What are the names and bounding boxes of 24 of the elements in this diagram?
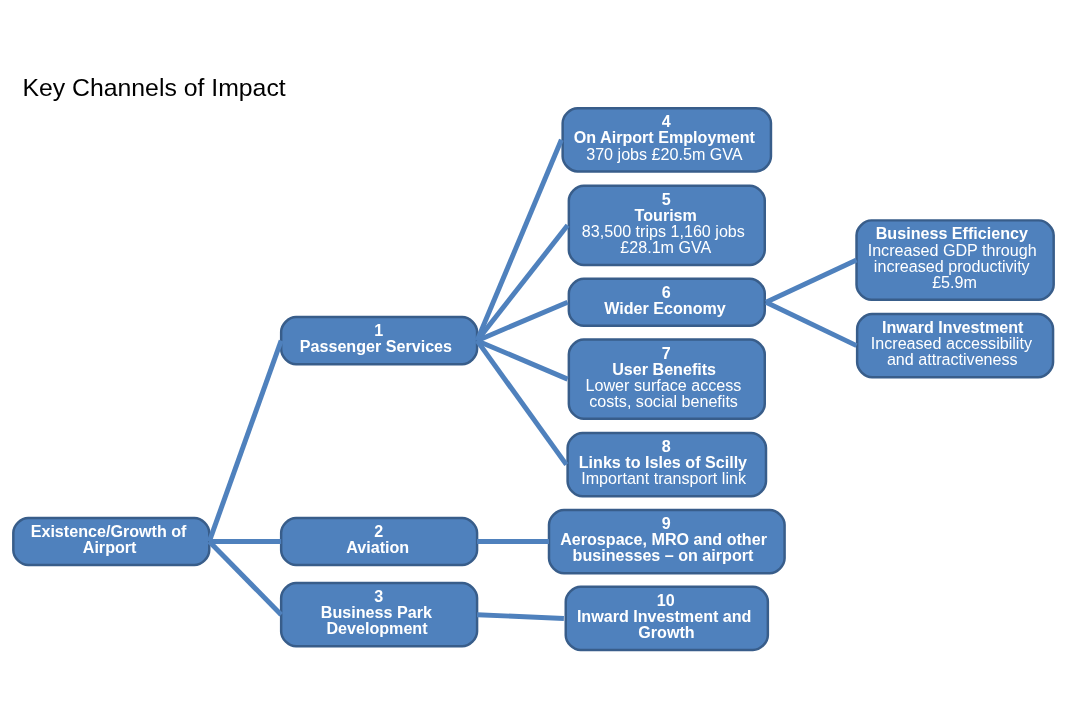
node-box: 9 Aerospace, MRO and other businesses – on airport — [547, 508, 786, 574]
diagram-title: Key Channels of Impact — [22, 73, 286, 101]
node-box: 4 On Airport Employment 370 jobs £20.5m GVA — [561, 106, 773, 173]
connector — [207, 539, 283, 616]
node-box: Inward Investment Increased accessibility and attractiveness — [855, 312, 1055, 378]
node-box: 5 Tourism 83,500 trips 1,160 jobs £28.1m GVA — [567, 183, 766, 266]
connector — [209, 538, 282, 544]
node-box: Existence/Growth of Airport — [12, 516, 211, 566]
connector — [475, 338, 569, 466]
connector — [474, 138, 564, 342]
node-box: 10 Inward Investment and Growth — [564, 585, 770, 651]
connector — [477, 538, 549, 544]
connector — [476, 611, 564, 621]
node-box: Business Efficiency Increased GDP through increased productivity £5.9m — [855, 218, 1055, 301]
node-box: 3 Business Park Development — [279, 581, 479, 648]
connector — [764, 257, 858, 304]
node-box: 2 Aviation — [279, 516, 479, 566]
node-box: 8 Links to Isles of Scilly Important transport link — [566, 431, 768, 497]
connector — [764, 299, 858, 348]
connector — [475, 223, 570, 342]
node-box: 7 User Benefits Lower surface access costs, social benefits — [567, 337, 766, 420]
connector — [206, 339, 284, 542]
node-box: 6 Wider Economy — [567, 276, 766, 327]
node-box: 1 Passenger Services — [279, 315, 479, 365]
